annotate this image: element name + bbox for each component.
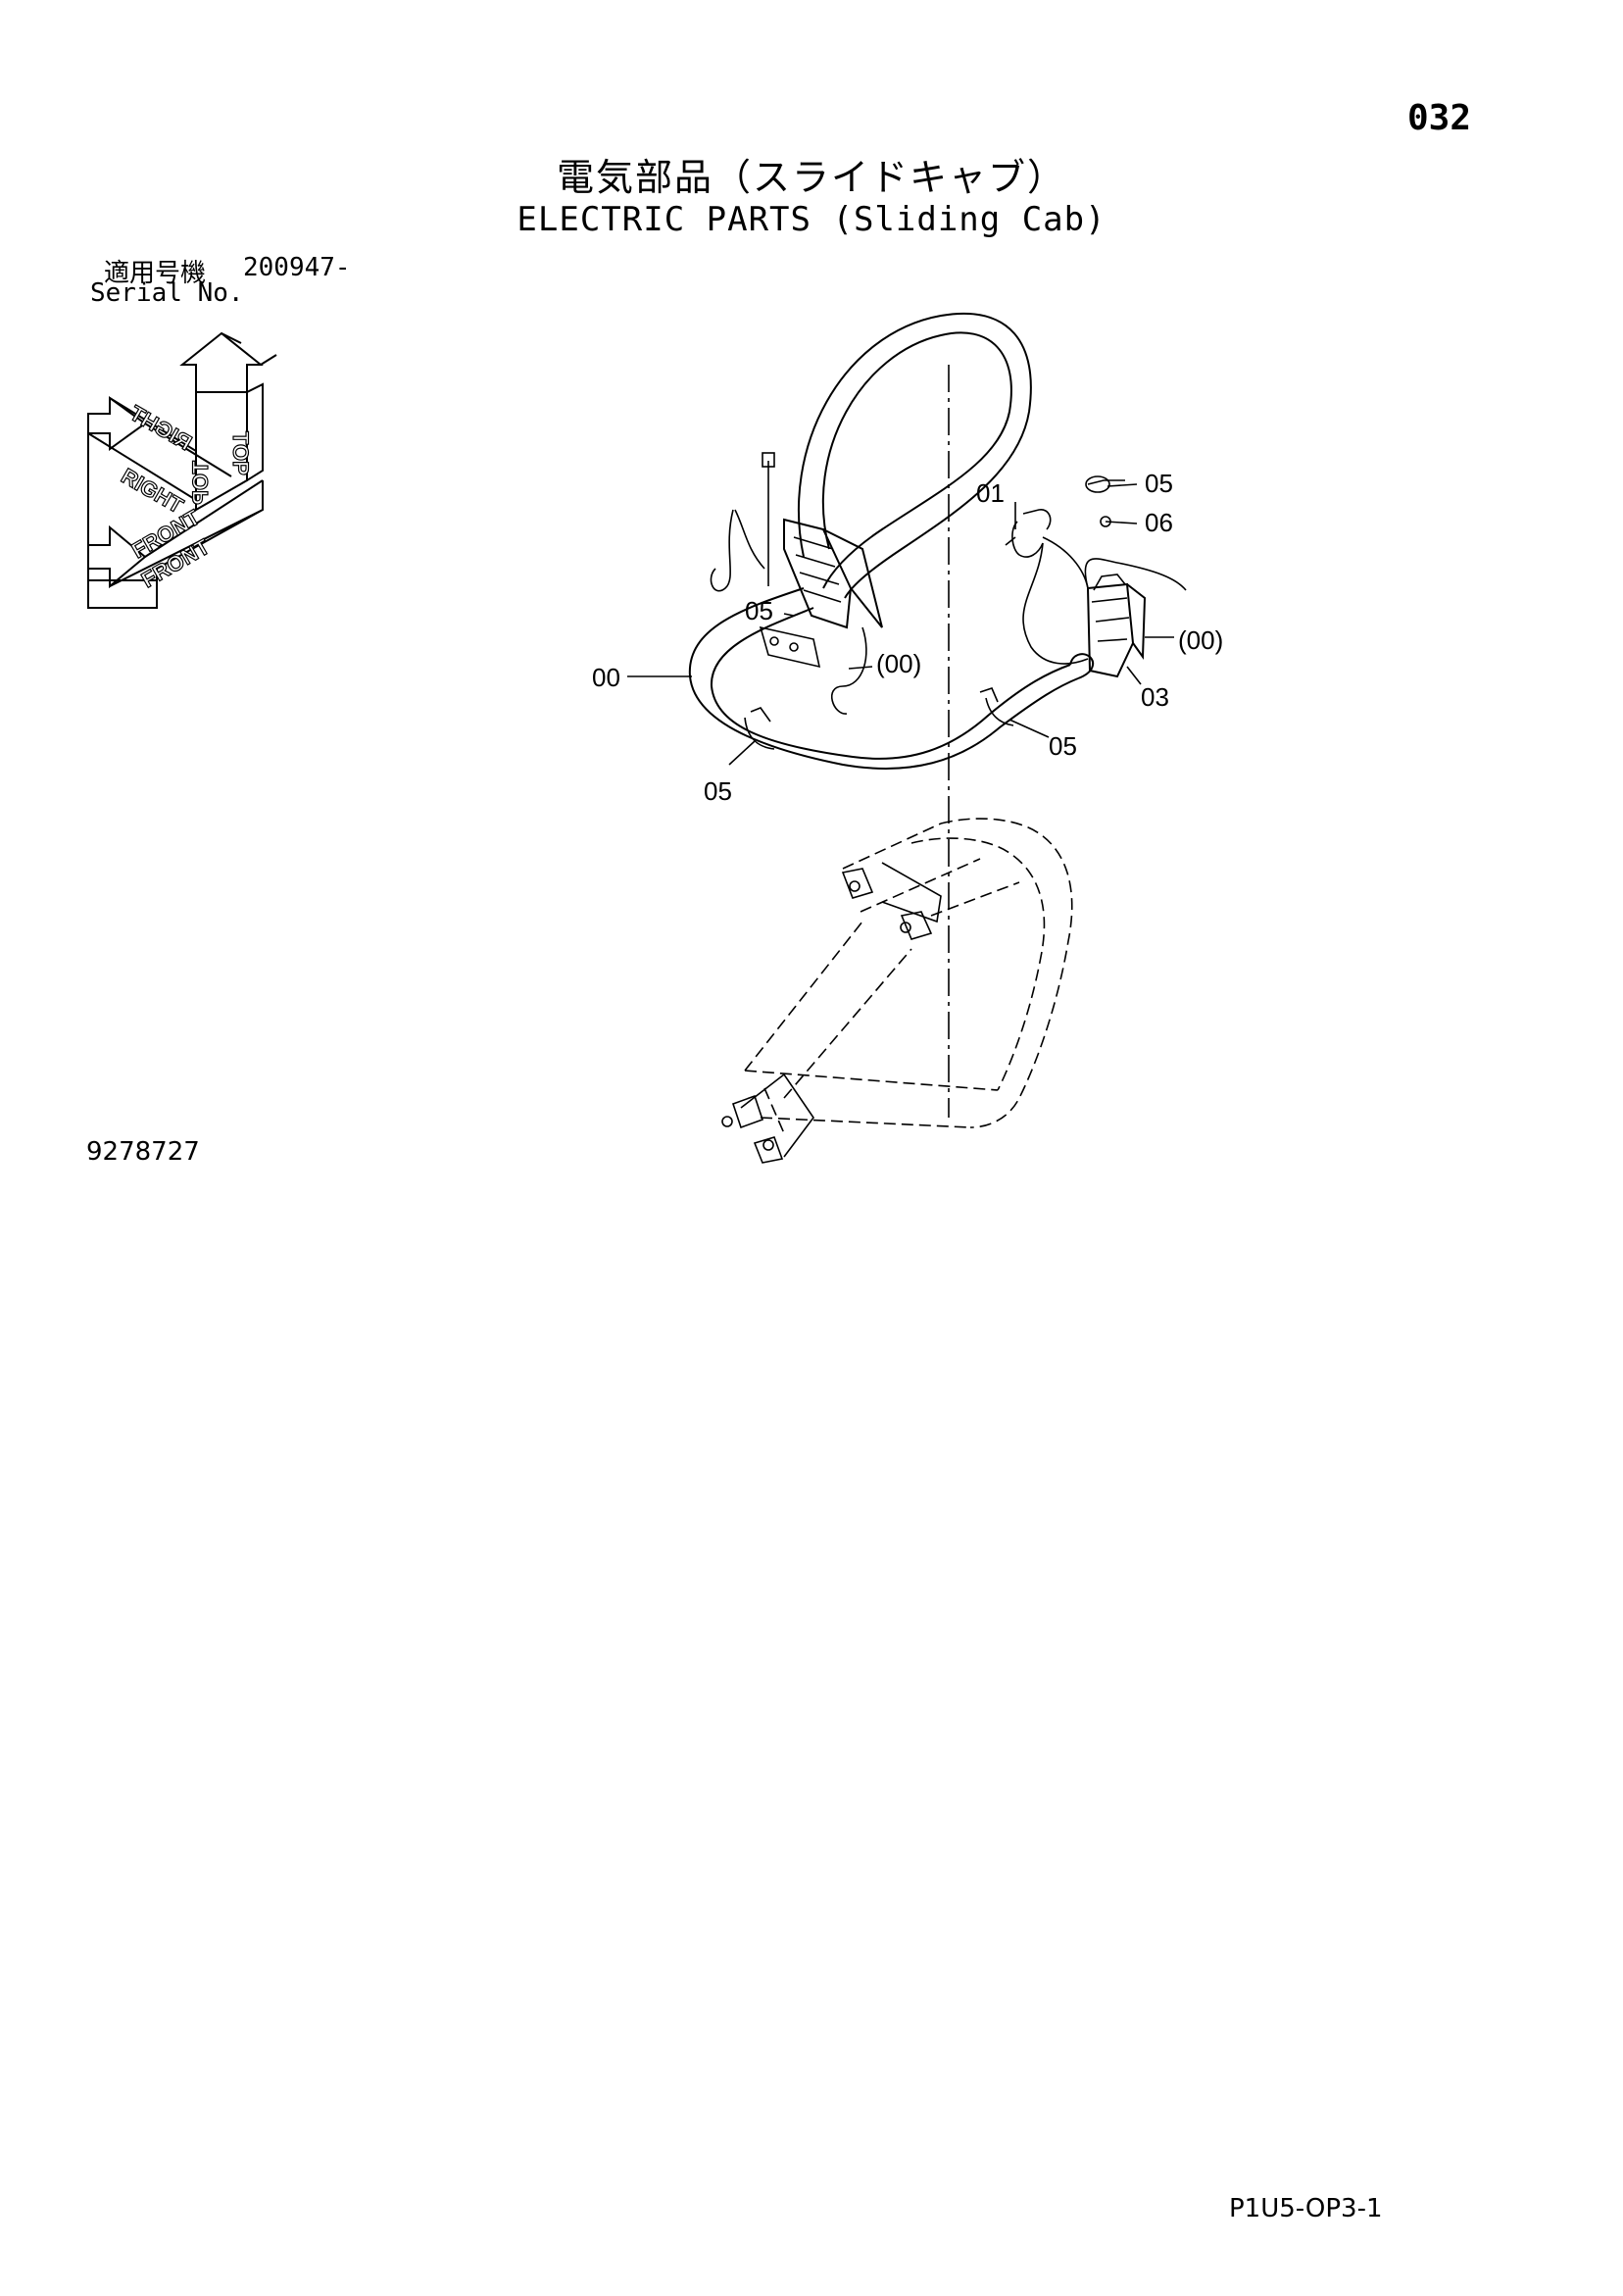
- top-arrow-head: [179, 331, 264, 393]
- orient-label-top-mirror: TOP: [188, 461, 213, 505]
- clamp-left: [744, 707, 775, 750]
- leader-05-bottom: [728, 740, 756, 766]
- drawing-number: 9278727: [86, 1137, 200, 1167]
- callout-00-paren-left: (00): [876, 649, 921, 678]
- front-arrow-head: [87, 524, 147, 589]
- orientation-base-block: [87, 579, 158, 609]
- orient-label-top: TOP: [228, 431, 253, 475]
- serial-value: 200947-: [243, 253, 351, 282]
- leader-00-left-paren: [848, 666, 873, 670]
- page-number: 032: [1407, 98, 1472, 138]
- leader-lines: [627, 483, 1174, 766]
- callout-05-top: 05: [1145, 469, 1173, 498]
- part-05-06-small: [1085, 475, 1125, 527]
- top-arrow-depth: [221, 332, 277, 481]
- callout-05-mid: 05: [745, 596, 773, 625]
- orient-label-right: RIGHT: [118, 464, 188, 519]
- callout-01: 01: [976, 478, 1005, 508]
- harness-upper-loop: [798, 312, 1032, 599]
- callout-06: 06: [1145, 508, 1173, 537]
- clamp-right: [979, 687, 1014, 726]
- right-arrow-depth: [109, 397, 232, 477]
- callout-00: 00: [592, 663, 620, 692]
- callout-03: 03: [1141, 682, 1169, 712]
- leader-05-top: [1107, 483, 1138, 487]
- page-title-english: ELECTRIC PARTS (Sliding Cab): [516, 200, 1107, 239]
- leader-03: [1126, 666, 1142, 685]
- page-title-japanese: 電気部品（スライドキャブ）: [556, 156, 1066, 199]
- right-arrow-head: [87, 396, 147, 451]
- callout-05-right: 05: [1049, 731, 1077, 761]
- orient-label-right-mirror: RIGHT: [125, 400, 196, 455]
- callout-00-paren-right: (00): [1178, 625, 1223, 655]
- callout-05-bottom: 05: [704, 776, 732, 806]
- leader-05-right: [1008, 719, 1050, 738]
- leader-05-mid: [783, 613, 795, 617]
- orientation-indicator: TOP TOP RIGHT RIGHT FRONT FRONT: [87, 331, 277, 609]
- leader-06: [1105, 521, 1138, 524]
- serial-label-english: Serial No.: [90, 278, 244, 308]
- harness-01: [1005, 509, 1089, 665]
- serial-label-japanese: 適用号機: [104, 259, 207, 288]
- right-connector-assembly: [1084, 558, 1187, 678]
- left-connector-assembly: [710, 452, 883, 715]
- rail-frame: [721, 818, 1073, 1164]
- sheet-code: P1U5-OP3-1: [1229, 2194, 1383, 2223]
